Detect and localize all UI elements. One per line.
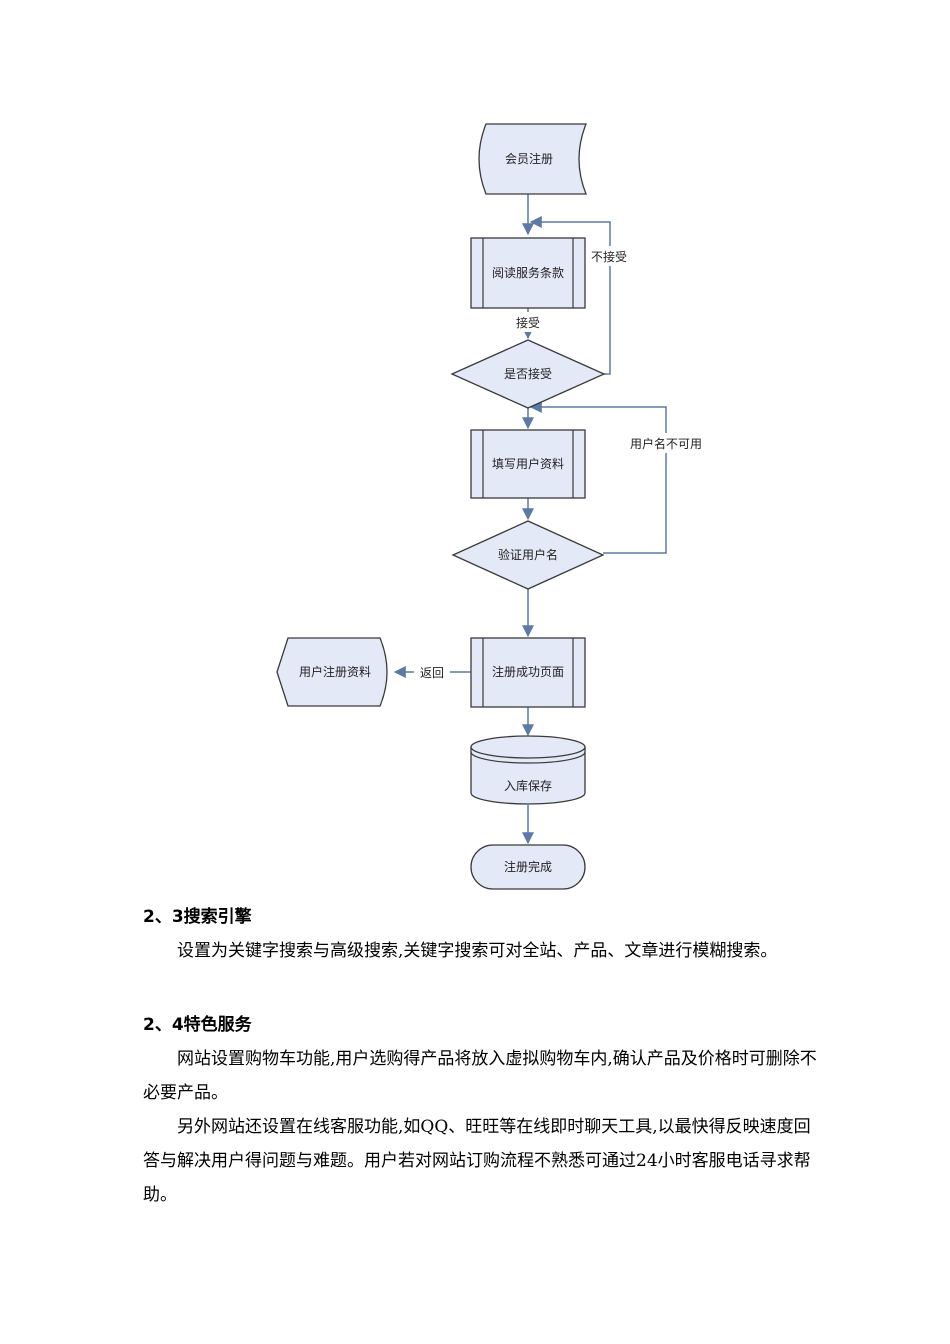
node-label: 填写用户资料 [492,456,564,471]
node-user-profile-doc: 用户注册资料 [276,637,388,707]
node-register-done: 注册完成 [470,844,586,890]
node-label: 入库保存 [504,778,552,793]
edge-label-accept: 接受 [516,315,540,330]
edge-username-loop [529,401,667,554]
paragraph: 设置为关键字搜索与高级搜索,关键字搜索可对全站、产品、文章进行模糊搜索。 [177,941,778,961]
node-label: 是否接受 [504,366,552,381]
node-verify-username: 验证用户名 [451,520,605,590]
node-success-page: 注册成功页面 [470,637,586,708]
node-label: 验证用户名 [498,547,558,562]
node-read-terms: 阅读服务条款 [470,237,586,309]
node-member-register: 会员注册 [478,123,587,195]
node-label: 注册完成 [504,859,552,874]
node-label: 用户注册资料 [299,664,371,679]
section-heading-search-engine: 2、3搜索引擎 [143,907,252,927]
section-body-special-services: 网站设置购物车功能,用户选购得产品将放入虚拟购物车内,确认产品及价格时可删除不必… [143,1042,823,1212]
edge-reject-loop [529,216,611,375]
paragraph: 另外网站还设置在线客服功能,如QQ、旺旺等在线即时聊天工具,以最快得反映速度回答… [143,1117,811,1205]
node-fill-profile: 填写用户资料 [470,429,586,499]
node-save-db: 入库保存 [470,735,586,805]
edge-label-return: 返回 [420,666,444,680]
paragraph: 网站设置购物车功能,用户选购得产品将放入虚拟购物车内,确认产品及价格时可删除不必… [143,1049,817,1103]
node-accept-decision: 是否接受 [450,339,606,409]
section-heading-special-services: 2、4特色服务 [143,1015,252,1035]
node-label: 会员注册 [505,151,553,166]
node-label: 注册成功页面 [492,664,564,679]
section-body-search-engine: 设置为关键字搜索与高级搜索,关键字搜索可对全站、产品、文章进行模糊搜索。 [143,934,823,968]
node-label: 阅读服务条款 [492,265,564,280]
edge-label-reject: 不接受 [591,249,627,264]
edge-label-username-unavailable: 用户名不可用 [630,436,702,451]
registration-flowchart: 不接受 接受 用户名不可用 返回 会员注册 阅读服务条款 是否接受 填写用户资料… [276,123,703,890]
